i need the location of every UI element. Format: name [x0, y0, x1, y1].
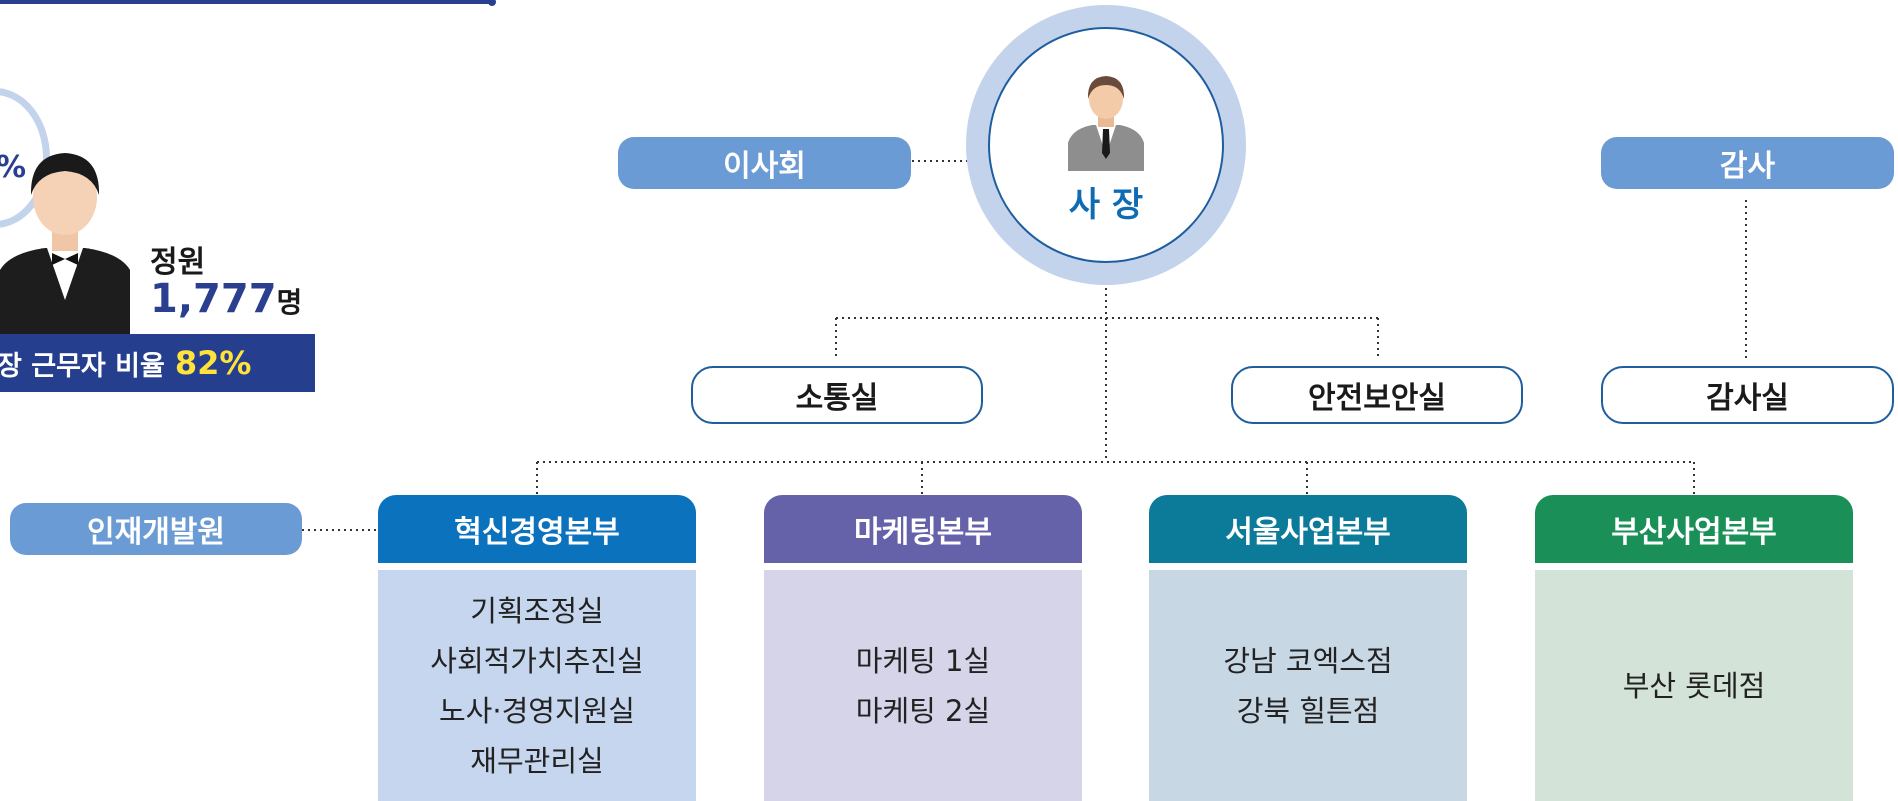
- division-body: 마케팅 1실 마케팅 2실: [764, 570, 1082, 801]
- unit-item[interactable]: 노사·경영지원실: [439, 693, 635, 728]
- audit-box[interactable]: 감사: [1601, 137, 1894, 189]
- ceo-icon: [1068, 76, 1144, 171]
- unit-item[interactable]: 사회적가치추진실: [430, 643, 644, 678]
- unit-item[interactable]: 강남 코엑스점: [1223, 643, 1393, 678]
- ceo-circle: 사 장: [988, 27, 1224, 263]
- division-header[interactable]: 서울사업본부: [1149, 495, 1467, 563]
- unit-item[interactable]: 부산 롯데점: [1622, 668, 1766, 703]
- percent-fragment: %: [0, 150, 26, 185]
- ratio-banner: 장 근무자 비율 82%: [0, 334, 315, 392]
- division-body: 부산 롯데점: [1535, 570, 1853, 801]
- unit-item[interactable]: 마케팅 2실: [855, 693, 991, 728]
- unit-item[interactable]: 마케팅 1실: [855, 643, 991, 678]
- headcount: 1,777명: [150, 276, 302, 322]
- ratio-value: 82%: [174, 344, 252, 382]
- division-body: 강남 코엑스점 강북 힐튼점: [1149, 570, 1467, 801]
- ratio-text: 장 근무자 비율: [0, 350, 165, 382]
- division-body: 기획조정실 사회적가치추진실 노사·경영지원실 재무관리실: [378, 570, 696, 801]
- unit-item[interactable]: 재무관리실: [470, 743, 604, 778]
- unit-item[interactable]: 기획조정실: [470, 593, 604, 628]
- unit-item[interactable]: 강북 힐튼점: [1236, 693, 1380, 728]
- audit-office-box[interactable]: 감사실: [1601, 366, 1894, 424]
- headcount-unit: 명: [276, 286, 303, 319]
- comm-office-box[interactable]: 소통실: [691, 366, 983, 424]
- staff-icon: [0, 145, 130, 335]
- headcount-label: 정원: [150, 245, 206, 280]
- talent-box[interactable]: 인재개발원: [10, 503, 302, 555]
- division-header[interactable]: 마케팅본부: [764, 495, 1082, 563]
- division-header[interactable]: 혁신경영본부: [378, 495, 696, 563]
- board-box[interactable]: 이사회: [618, 137, 911, 189]
- headcount-value: 1,777: [150, 276, 277, 322]
- safety-office-box[interactable]: 안전보안실: [1231, 366, 1523, 424]
- division-header[interactable]: 부산사업본부: [1535, 495, 1853, 563]
- ceo-label: 사 장: [1068, 185, 1144, 225]
